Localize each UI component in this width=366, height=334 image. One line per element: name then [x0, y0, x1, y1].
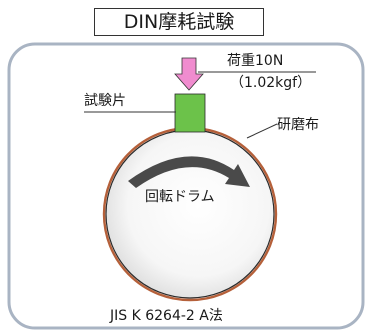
abrasive-cloth-label: 研磨布	[277, 117, 319, 133]
drum-label: 回転ドラム	[145, 189, 215, 205]
load-label: 荷重10N	[227, 53, 284, 69]
standard-label: JIS K 6264-2 A法	[110, 308, 223, 324]
abrasive-leader-line	[246, 123, 278, 139]
load-kgf-label: （1.02kgf）	[230, 75, 312, 91]
down-arrow-icon	[174, 57, 204, 91]
apparatus-frame	[7, 42, 365, 330]
curved-arrow-icon	[128, 156, 250, 188]
test-specimen	[174, 93, 206, 133]
diagram-title: DIN摩耗試験	[94, 8, 264, 36]
rotating-drum	[105, 129, 275, 299]
specimen-label: 試験片	[84, 93, 126, 109]
